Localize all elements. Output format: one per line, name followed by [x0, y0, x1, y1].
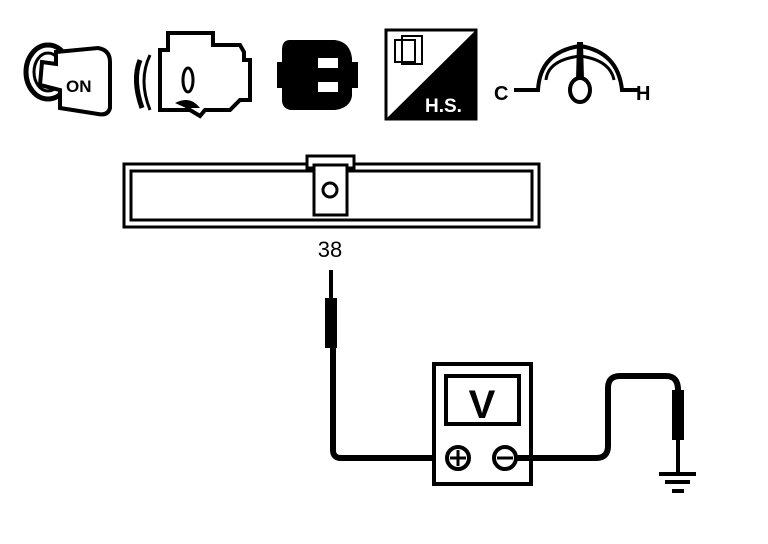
connector-icon [277, 40, 358, 110]
hot-label: H [636, 83, 650, 105]
negative-test-lead [516, 373, 684, 474]
engine-icon [134, 31, 252, 119]
ignition-on-label: ON [66, 77, 92, 96]
positive-test-lead [325, 270, 446, 461]
terminal-number: 38 [318, 237, 342, 262]
ground-symbol-icon [659, 472, 696, 493]
voltmeter-label: V [469, 383, 496, 427]
ignition-on-icon: ON [23, 42, 112, 117]
harness-side-icon: H.S. [384, 28, 478, 121]
voltmeter: V [432, 362, 533, 486]
temperature-gauge-icon: C H [494, 42, 650, 105]
terminal-38 [312, 163, 349, 217]
cold-label: C [494, 83, 508, 105]
harness-side-label: H.S. [425, 96, 462, 117]
ecm-connector [122, 154, 541, 229]
